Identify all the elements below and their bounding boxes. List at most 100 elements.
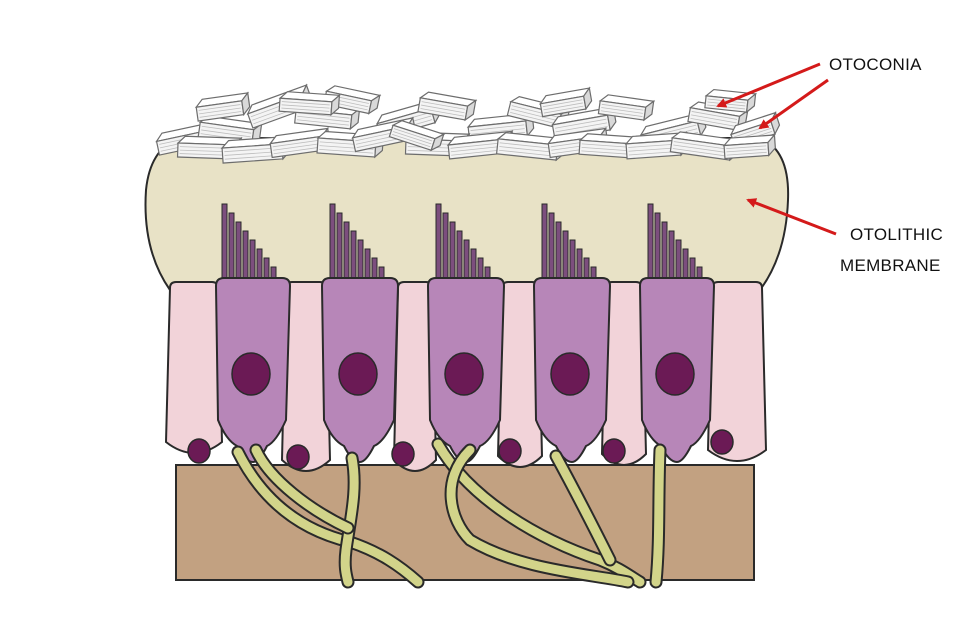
otoconium-stripe	[273, 143, 321, 151]
otoconium	[388, 120, 446, 152]
hair-cell-nucleus	[550, 352, 590, 396]
otoconium-stripe	[581, 143, 628, 148]
otoconium-stripe	[499, 142, 556, 150]
supporting-cell-nucleus	[602, 438, 626, 464]
stereocilium	[221, 203, 228, 283]
hair-cell-nucleus	[231, 352, 271, 396]
supporting-cell	[164, 281, 224, 454]
otoconium-stripe	[281, 104, 330, 109]
otoconium-stripe	[691, 111, 738, 120]
otoconium-stripe	[451, 149, 505, 156]
otoconium	[417, 91, 478, 122]
nerve-fiber	[340, 453, 359, 587]
otoconium	[722, 133, 776, 160]
otoconium-side	[643, 99, 655, 122]
stereocilium	[569, 239, 576, 283]
stereocilium	[249, 239, 256, 283]
otoconium-stripe	[393, 128, 433, 142]
stereocilium	[235, 221, 242, 283]
otoconium-stripe	[297, 115, 350, 123]
stereocilium	[228, 212, 235, 283]
otoconium	[578, 133, 639, 160]
stereocilium	[463, 239, 470, 283]
supporting-cell-nucleus	[391, 441, 415, 467]
stereocilium	[548, 212, 555, 283]
otoconium-stripe	[470, 128, 525, 135]
hair-cell-nucleus	[338, 352, 378, 396]
stereocilium	[350, 230, 357, 283]
otoconium-side	[583, 86, 593, 111]
stereocilium	[435, 203, 442, 283]
stereocilium	[449, 221, 456, 283]
otoconium	[539, 86, 593, 118]
otoconium-stripe	[297, 112, 350, 119]
otoconium-stripe	[272, 139, 321, 148]
stereocilium	[242, 230, 249, 283]
otoconia-label: OTOCONIA	[829, 55, 922, 74]
otoconium-stripe	[673, 141, 730, 150]
otoconium-side	[430, 133, 445, 152]
otolithic-membrane-label-line1: OTOLITHIC	[850, 225, 944, 244]
otoconium-stripe	[581, 150, 628, 155]
otoconium-stripe	[281, 107, 330, 112]
otoconium-stripe	[600, 110, 643, 117]
nerve-fiber	[446, 445, 633, 587]
otoconium-stripe	[581, 146, 628, 151]
otoconia-arrow-1	[716, 62, 821, 108]
otoconium-stripe	[601, 103, 644, 111]
supporting-cell-nucleus	[286, 444, 310, 470]
otoconium-stripe	[628, 143, 679, 148]
stereocilium	[654, 212, 661, 283]
supporting-cell-nucleus	[710, 429, 734, 455]
otoconium-stripe	[690, 117, 736, 127]
otoconium-side	[745, 92, 757, 114]
stereocilium	[357, 239, 364, 283]
otoconium-stripe	[470, 124, 525, 131]
supporting-cell-nucleus	[498, 438, 522, 464]
otoconium-stripe	[673, 144, 729, 154]
otoconium-stripe	[450, 145, 505, 153]
otoconium-stripe	[297, 119, 349, 126]
stereocilium	[343, 221, 350, 283]
otoconium-stripe	[201, 129, 251, 138]
otoconium-stripe	[601, 107, 643, 114]
stereocilium	[541, 203, 548, 283]
otoconium-stripe	[420, 108, 464, 117]
otoconium-stripe	[421, 104, 465, 114]
stereocilium	[562, 230, 569, 283]
otoconium-side	[241, 91, 251, 117]
otoconium-side	[330, 93, 341, 117]
membrane-arrow	[746, 198, 837, 236]
stereocilium	[647, 203, 654, 283]
otoconium	[194, 91, 251, 122]
otoconium-stripe	[199, 107, 241, 115]
otoconium-stripe	[628, 147, 679, 152]
otoconium-stripe	[198, 104, 241, 111]
otoconium-stripe	[510, 111, 557, 125]
stereocilium	[661, 221, 668, 283]
otoconium	[278, 91, 341, 117]
otoconium-stripe	[543, 105, 584, 114]
otoconium	[597, 94, 656, 122]
otoconium-stripe	[281, 101, 330, 106]
otoconium-stripe	[421, 101, 466, 110]
otoconium-stripe	[543, 102, 583, 111]
hair-cell-nucleus	[444, 352, 484, 396]
stereocilium	[456, 230, 463, 283]
otoconium-stripe	[726, 148, 767, 153]
otoconium-stripe	[691, 114, 737, 124]
otoconium-stripe	[726, 151, 767, 156]
otoconium-stripe	[393, 131, 432, 145]
otoconium-stripe	[726, 145, 767, 150]
nerve-fiber	[651, 445, 665, 587]
otoconium-stripe	[201, 125, 252, 134]
otoconium	[624, 131, 689, 160]
otoconium-stripe	[199, 111, 242, 118]
otoconium-stripe	[499, 146, 556, 153]
otolithic-membrane-label-line2: MEMBRANE	[840, 256, 941, 275]
otoconium-stripe	[542, 99, 583, 108]
otoconium-side	[767, 133, 776, 157]
otoconium-stripe	[510, 108, 558, 121]
otoconium-stripe	[273, 146, 322, 155]
otoconium-side	[464, 99, 477, 122]
